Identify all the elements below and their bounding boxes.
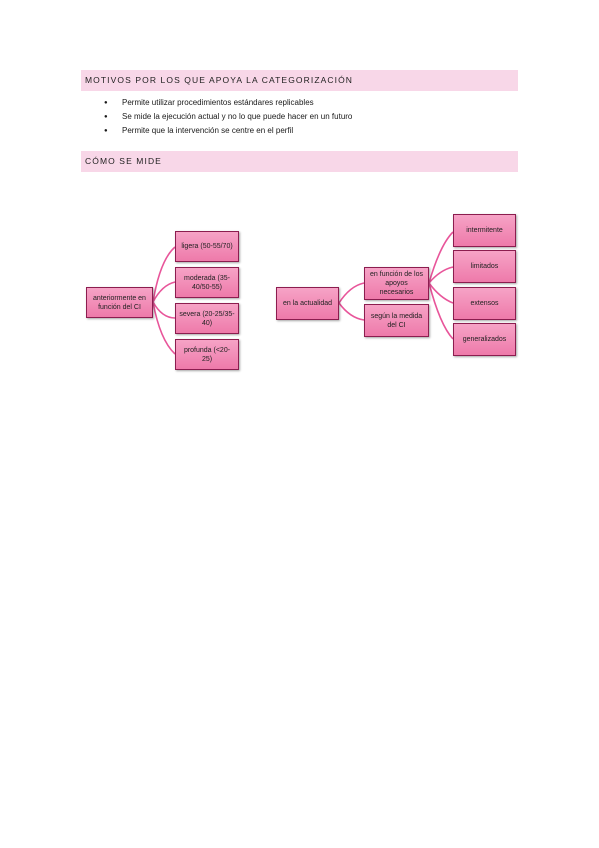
- bullet-item: Se mide la ejecución actual y no lo que …: [104, 110, 352, 124]
- connector: [338, 282, 365, 304]
- node-moderada: moderada (35-40/50-55): [175, 267, 239, 298]
- connector: [152, 301, 176, 355]
- node-extensos: extensos: [453, 287, 516, 320]
- bullet-item: Permite que la intervención se centre en…: [104, 124, 352, 138]
- node-intermitente: intermitente: [453, 214, 516, 247]
- node-limitados: limitados: [453, 250, 516, 283]
- connector: [428, 266, 454, 284]
- node-apoyos-necesarios: en función de los apoyos necesarios: [364, 267, 429, 300]
- section-header-como-se-mide: CÓMO SE MIDE: [81, 151, 518, 172]
- node-severa: severa (20-25/35-40): [175, 303, 239, 334]
- connector: [152, 301, 176, 319]
- node-root-anteriormente: anteriormente en función del CI: [86, 287, 153, 318]
- node-root-actualidad: en la actualidad: [276, 287, 339, 320]
- node-profunda: profunda (<20-25): [175, 339, 239, 370]
- node-ligera: ligera (50-55/70): [175, 231, 239, 262]
- bullet-item: Permite utilizar procedimientos estándar…: [104, 96, 352, 110]
- node-generalizados: generalizados: [453, 323, 516, 356]
- bullet-list: Permite utilizar procedimientos estándar…: [104, 96, 352, 138]
- connector: [152, 246, 176, 303]
- connector: [428, 282, 454, 340]
- connector: [428, 231, 454, 284]
- node-medida-ci: según la medida del CI: [364, 304, 429, 337]
- connector: [338, 302, 365, 321]
- connector: [428, 282, 454, 304]
- section-header-motivos: MOTIVOS POR LOS QUE APOYA LA CATEGORIZAC…: [81, 70, 518, 91]
- connector: [152, 281, 176, 303]
